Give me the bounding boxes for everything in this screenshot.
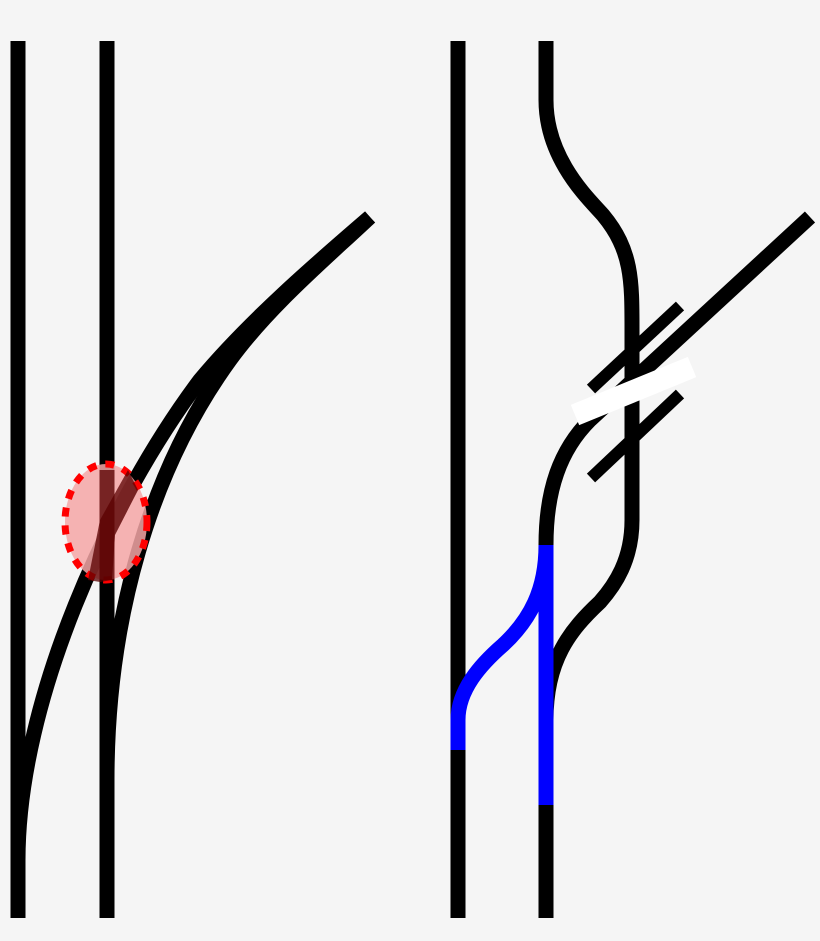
bridge-parapet-lower — [586, 389, 685, 483]
right-wavy-track — [538, 41, 640, 918]
left-layout — [10, 41, 376, 918]
bridge-parapet-upper — [586, 301, 685, 394]
right-diagonal-track — [538, 211, 816, 546]
right-layout — [450, 41, 816, 918]
left-diverging-curve-inner — [99, 211, 376, 781]
bridge-gap — [570, 356, 697, 426]
